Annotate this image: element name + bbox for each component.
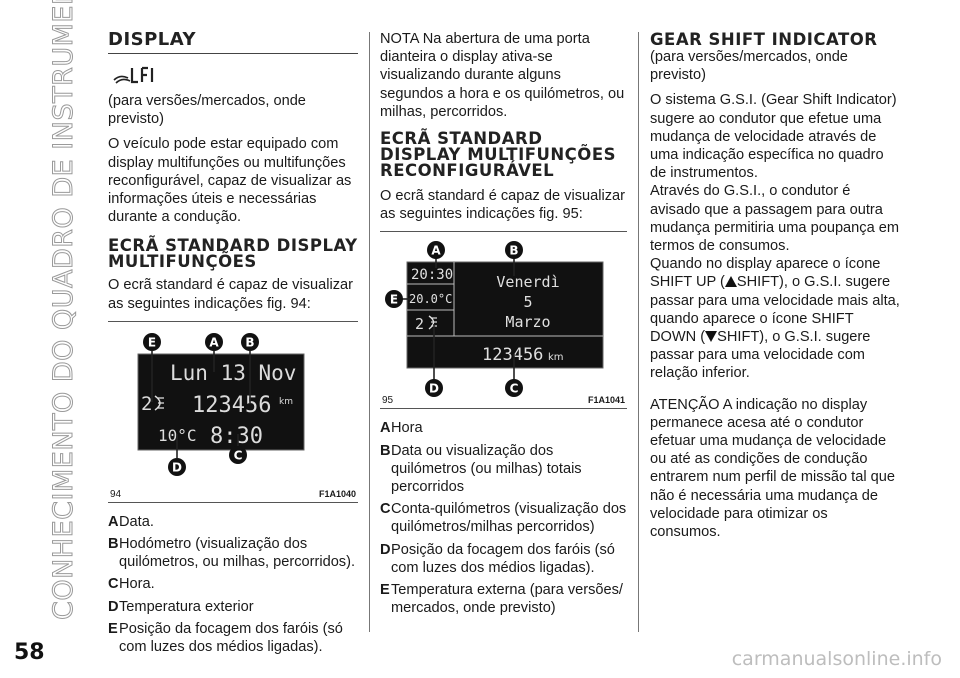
marker-E: E <box>143 332 161 351</box>
marker-E: E <box>385 290 403 309</box>
svg-text:C: C <box>510 382 519 396</box>
svg-text:D: D <box>172 460 182 474</box>
svg-text:B: B <box>245 335 254 349</box>
lcd-temperature: 20.0°C <box>409 292 452 306</box>
lcd-odometer: 123456 <box>192 393 271 418</box>
lcd-month: Marzo <box>505 313 550 331</box>
shift-down-icon <box>705 331 718 343</box>
paragraph: O ecrã standard é capaz de visualizar as… <box>108 277 353 312</box>
lcd-unit: km <box>548 352 564 363</box>
lcd-day: Lun 13 Nov <box>170 361 296 385</box>
lcd-level: 2 <box>415 315 424 333</box>
lcd-odometer: 123456 <box>482 345 543 365</box>
figure-code: F1A1040 <box>318 488 356 499</box>
marker-A: A <box>427 241 445 260</box>
svg-text:A: A <box>431 244 441 258</box>
figure-number: 95 <box>382 395 394 407</box>
marker-B: B <box>241 332 259 351</box>
lcd-time: 20:30 <box>411 267 453 283</box>
page-number: 58 <box>14 640 45 665</box>
paragraph-shift-icons: Quando no display aparece o ícone SHIFT … <box>650 256 900 382</box>
column-3: GEAR SHIFT INDICATOR (para versões/merca… <box>650 30 902 548</box>
paragraph: O ecrã standard é capaz de visualizar as… <box>380 188 625 223</box>
marker-A: A <box>205 332 223 351</box>
marker-C: C <box>505 379 523 398</box>
marker-C: C <box>229 445 247 464</box>
figure-94: Lun 13 Nov 2 123456 km 10°C 8:30 E A B <box>108 320 358 503</box>
headlight-icon <box>428 315 437 330</box>
svg-text:D: D <box>429 382 439 396</box>
column-2: NOTA Na abertura de uma porta dianteira … <box>380 30 627 621</box>
paragraph: O sistema G.S.I. (Gear Shift Indicator) … <box>650 92 897 182</box>
subsection-title: ECRÃ STANDARD DISPLAY MULTIFUNÇÕES <box>108 236 358 272</box>
headlight-icon <box>154 395 164 411</box>
svg-text:E: E <box>390 293 398 307</box>
svg-text:A: A <box>209 335 219 349</box>
column-1: DISPLAY (para versões/mercados, onde pre… <box>108 31 358 660</box>
lcd-display-94: Lun 13 Nov 2 123456 km 10°C 8:30 E A B <box>137 332 305 476</box>
lcd-time: 8:30 <box>210 424 263 449</box>
chapter-side-title: CONHECIMENTO DO QUADRO DE INSTRUMENTOS <box>48 0 80 621</box>
paragraph: O veículo pode estar equipado com displa… <box>108 136 352 226</box>
subsection-title: ECRÃ STANDARD DISPLAY MULTIFUNÇÕES RECON… <box>380 129 616 181</box>
column-divider <box>369 32 370 632</box>
column-divider <box>638 32 639 632</box>
marker-B: B <box>505 241 523 260</box>
display-icon <box>112 64 358 86</box>
paragraph: (para versões/mercados, onde previsto) <box>108 93 306 128</box>
paragraph-nota: NOTA Na abertura de uma porta dianteira … <box>380 31 625 120</box>
svg-text:B: B <box>509 244 518 258</box>
lcd-date: 5 <box>523 293 532 311</box>
marker-D: D <box>425 379 443 398</box>
figure-95: 20:30 20.0°C 2 Venerdì 5 Marzo 123456 km… <box>380 231 627 410</box>
svg-text:E: E <box>148 335 156 349</box>
watermark: carmanualsonline.info <box>731 648 942 670</box>
lcd-level: 2 <box>141 393 152 415</box>
paragraph-atencao: ATENÇÃO A indicação no display permanece… <box>650 396 895 541</box>
paragraph: Através do G.S.I., o condutor é avisado … <box>650 183 900 255</box>
section-title-gsi: GEAR SHIFT INDICATOR <box>650 30 878 49</box>
figure-code: F1A1041 <box>587 395 625 406</box>
svg-text:C: C <box>234 448 243 462</box>
figure-number: 94 <box>110 488 122 500</box>
paragraph: (para versões/mercados, onde previsto) <box>650 49 848 84</box>
marker-D: D <box>168 457 186 476</box>
lcd-display-95: 20:30 20.0°C 2 Venerdì 5 Marzo 123456 km… <box>385 241 604 398</box>
lcd-day: Venerdì <box>496 273 559 291</box>
shift-up-icon <box>724 276 737 288</box>
lcd-unit: km <box>279 397 293 407</box>
section-title-display: DISPLAY <box>108 31 358 54</box>
